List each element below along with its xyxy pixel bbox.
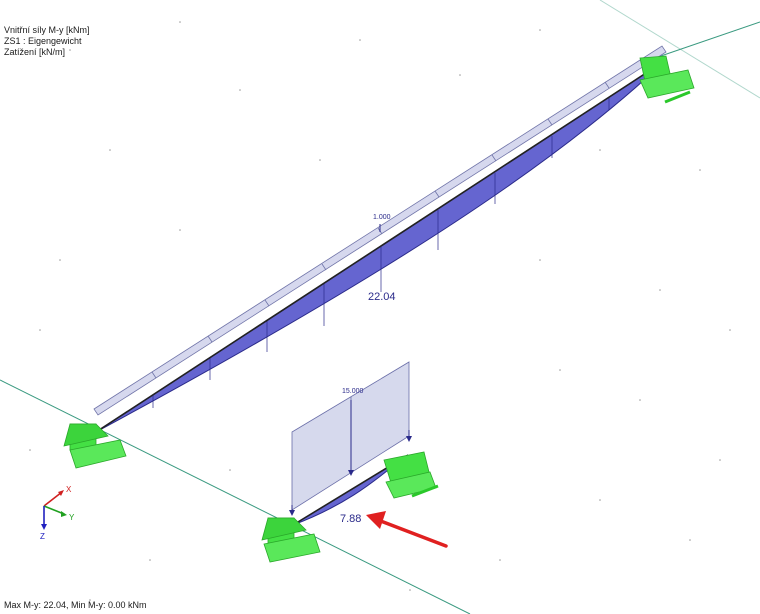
beam-2[interactable]: 15.000 7.88 — [289, 361, 412, 526]
support-3[interactable] — [261, 517, 321, 563]
beam-1[interactable]: 1.000 22.04 — [93, 45, 667, 433]
status-bar-text: Max M-y: 22.04, Min M-y: 0.00 kNm — [4, 600, 147, 610]
beam2-moment-label: 7.88 — [340, 513, 361, 525]
axis-z-label: Z — [40, 532, 45, 541]
result-type-label: Vnitřní síly M-y [kNm] — [4, 25, 90, 35]
grid-dots — [29, 21, 731, 601]
support-2[interactable] — [639, 55, 695, 104]
axis-x-label: X — [66, 485, 72, 494]
annotation-arrow — [366, 511, 448, 548]
load-unit-label: Zatížení [kN/m] — [4, 47, 66, 57]
axis-triad: X Y Z — [40, 485, 75, 541]
axis-y-label: Y — [69, 513, 75, 522]
beam1-moment-label: 22.04 — [368, 291, 396, 303]
beam1-load-label: 1.000 — [373, 214, 391, 221]
beam2-load-label: 15.000 — [342, 388, 364, 395]
beam1-axis — [95, 59, 667, 433]
support-4[interactable] — [383, 451, 439, 499]
load-case-label: ZS1 : Eigengewicht — [4, 36, 82, 46]
support-1[interactable] — [63, 423, 127, 469]
